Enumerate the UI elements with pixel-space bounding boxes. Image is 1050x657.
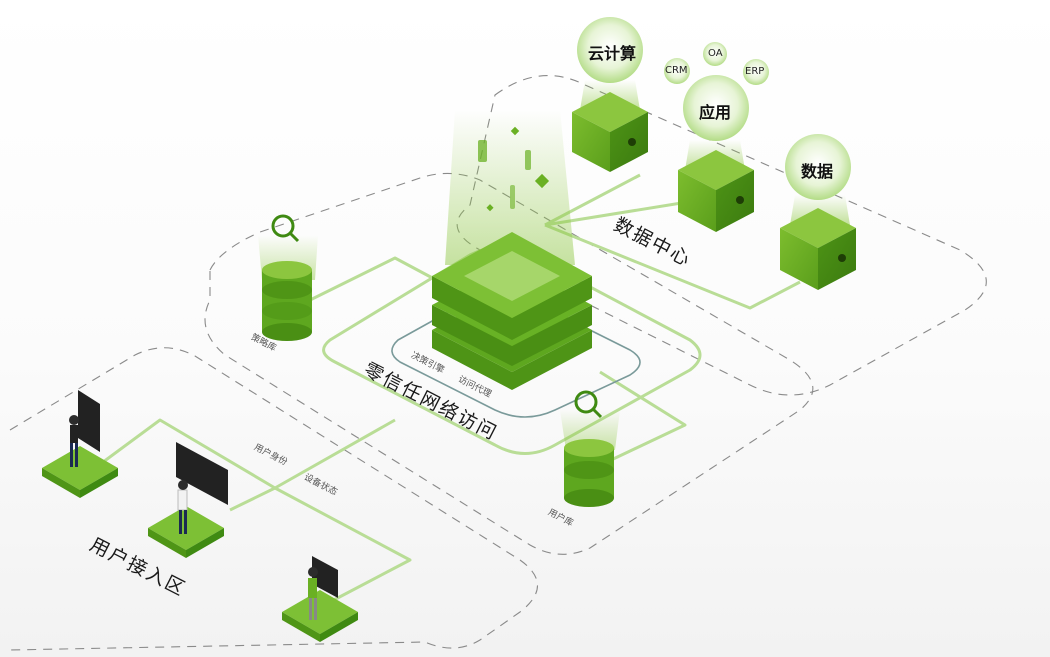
user-station-2 — [148, 442, 228, 558]
data-cube — [780, 208, 856, 290]
cloud-bubble-label: 云计算 — [588, 44, 637, 63]
policy-db-cylinder — [262, 214, 312, 341]
data-bubble — [785, 134, 851, 200]
crm-bubble-label: CRM — [665, 65, 688, 76]
user-db-cylinder — [564, 390, 614, 507]
app-cube — [678, 150, 754, 232]
app-bubble-label: 应用 — [699, 103, 732, 122]
cloud-cube — [572, 92, 648, 172]
user-station-3 — [282, 556, 358, 642]
zerotrust-zone-outline — [204, 172, 814, 555]
crm-bubble — [664, 58, 690, 84]
data-bubble-label: 数据 — [801, 162, 834, 181]
app-bubble — [683, 75, 749, 141]
oa-bubble — [703, 42, 727, 66]
user-db-beam — [560, 410, 620, 450]
cloud-bubble — [577, 17, 643, 83]
user-zone-outline — [9, 347, 538, 651]
user-station-1 — [42, 390, 118, 498]
zero-trust-core-stack — [432, 232, 592, 390]
erp-bubble-label: ERP — [745, 66, 765, 77]
oa-bubble-label: OA — [708, 48, 723, 59]
erp-bubble — [743, 59, 769, 85]
